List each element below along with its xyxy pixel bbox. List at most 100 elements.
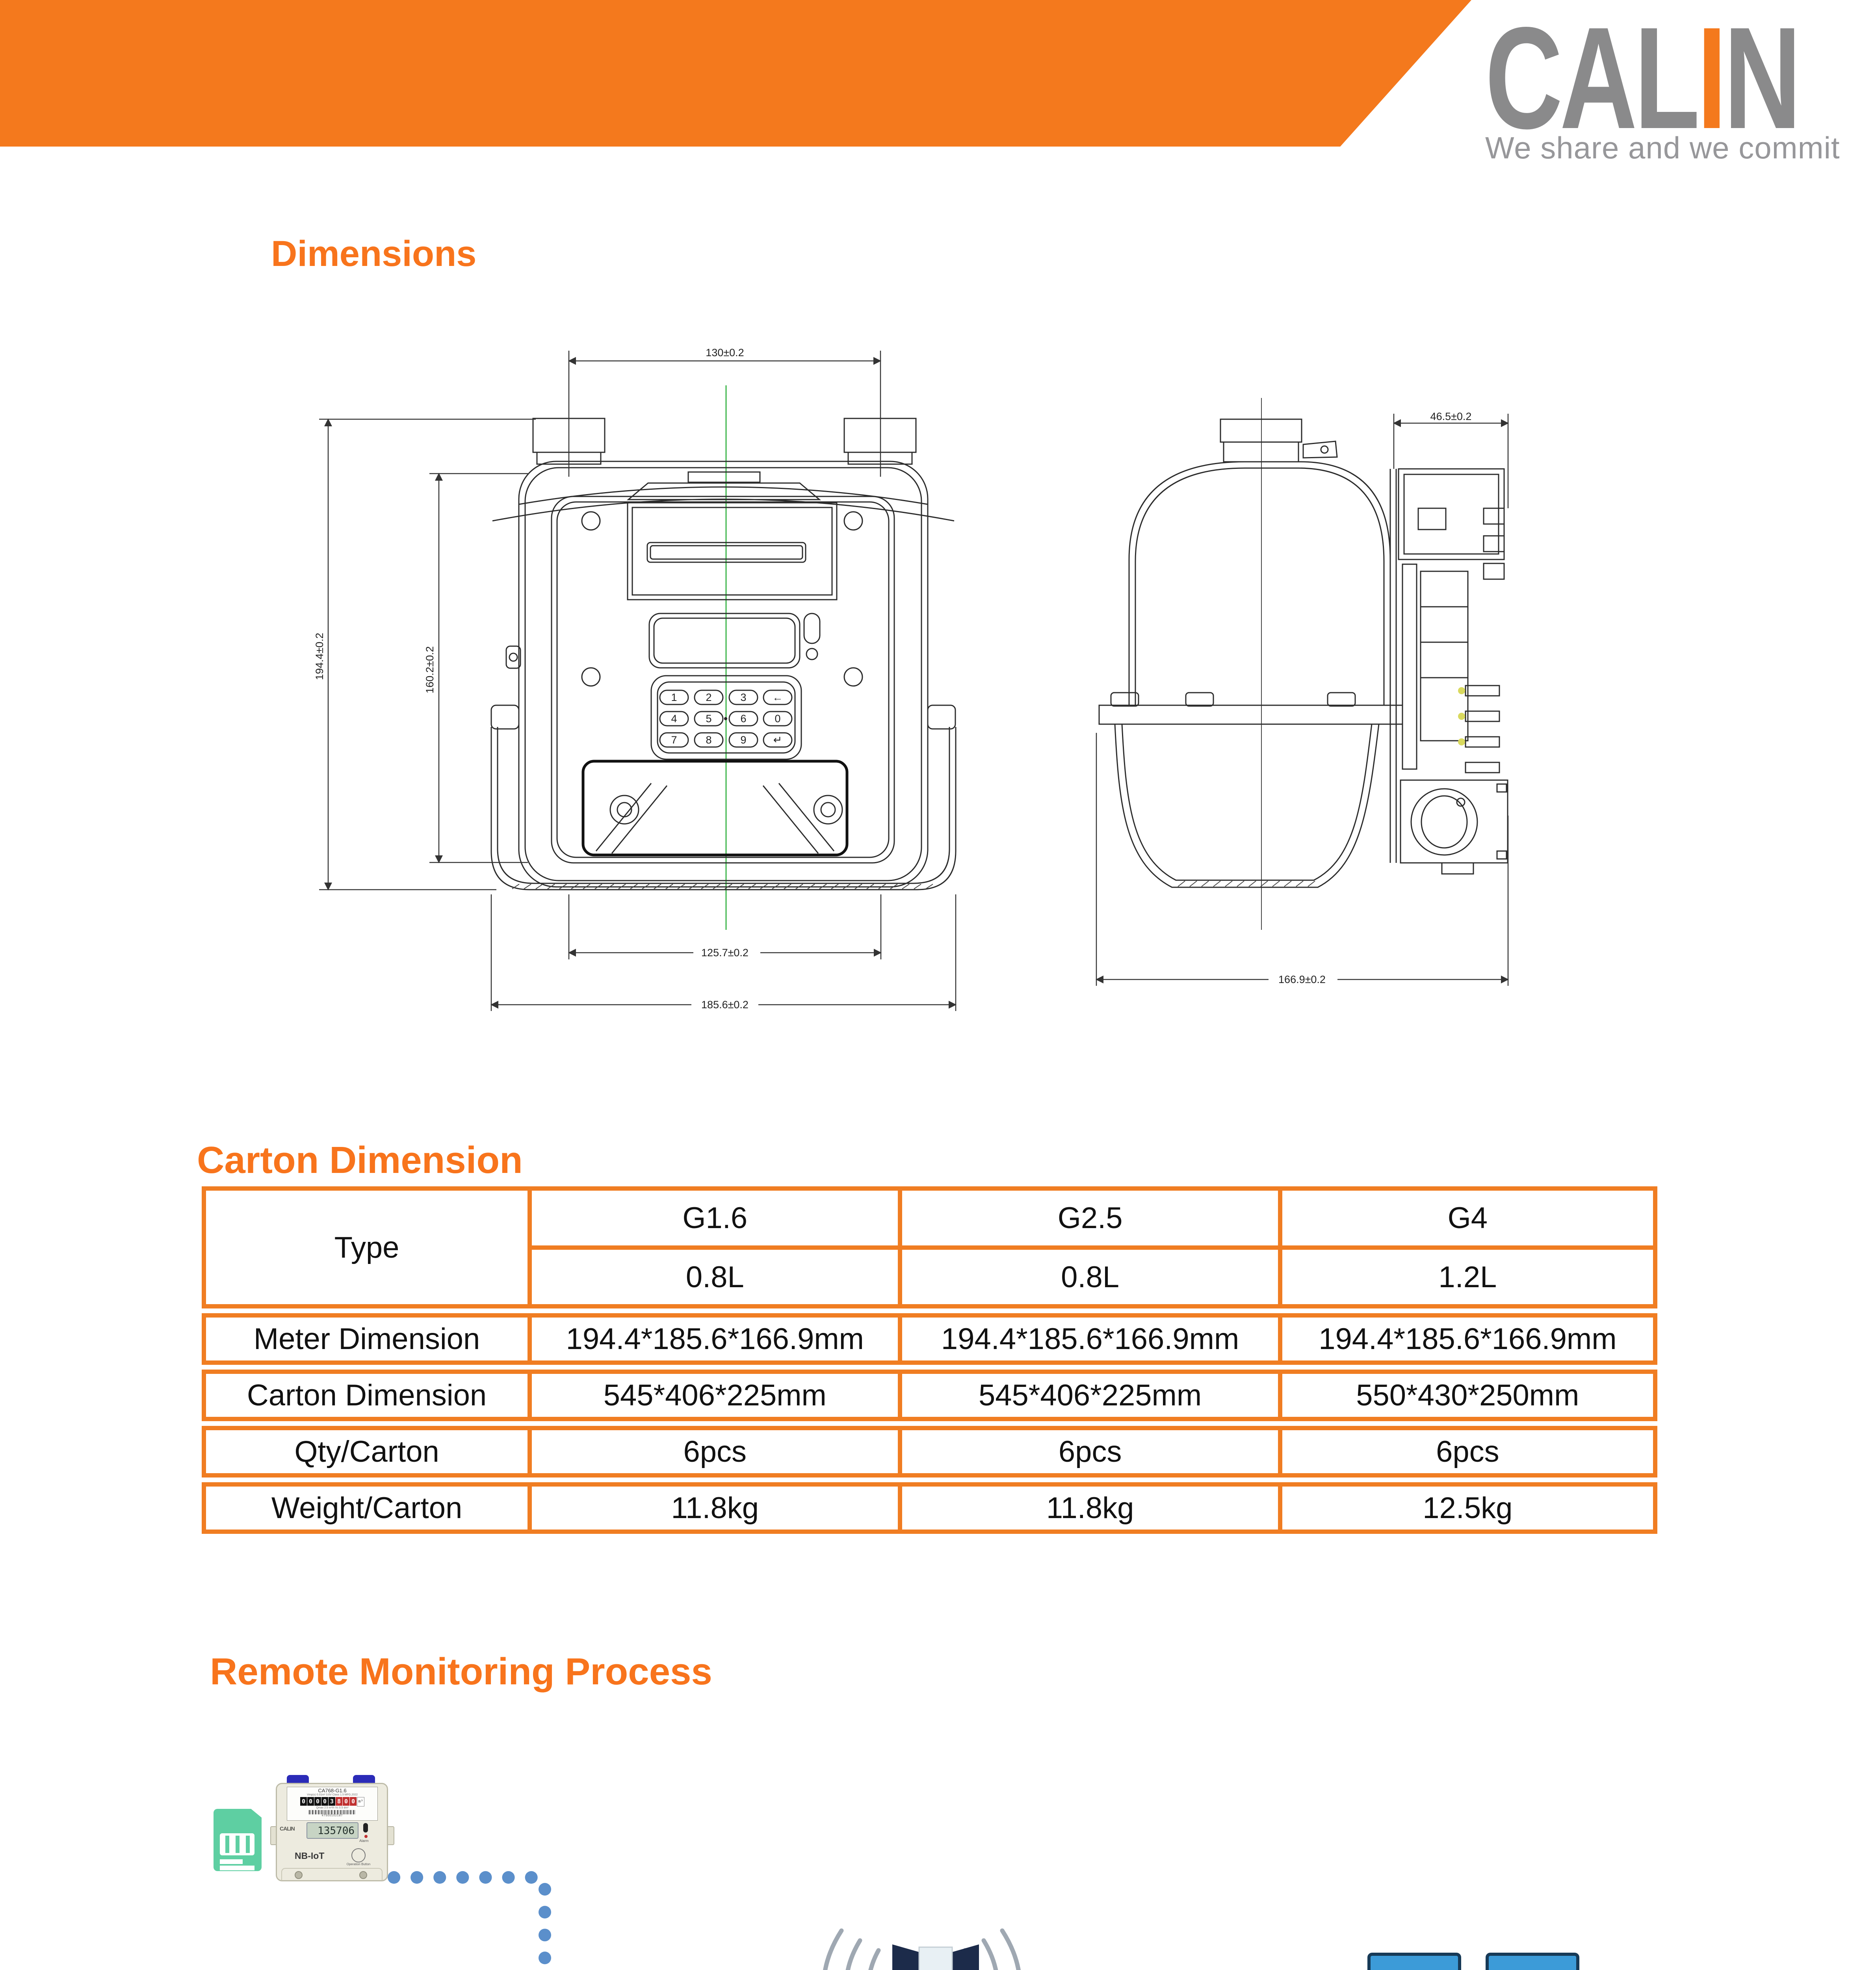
table-cell: 6pcs: [1278, 1430, 1653, 1473]
operation-button-label: Operation Button: [346, 1862, 371, 1866]
keypad-key: [694, 690, 724, 705]
table-cell: 6pcs: [528, 1430, 898, 1473]
meter-bottom-seam: [281, 1868, 383, 1881]
table-row-weight: Weight/Carton 11.8kg 11.8kg 12.5kg: [202, 1482, 1657, 1534]
dim-194: 194.4±0.2: [314, 633, 325, 680]
side-dimensions: 46.5±0.2 166.9±0.2: [1096, 410, 1509, 986]
meter-brand: CALIN: [280, 1825, 295, 1832]
table-cell: G2.5: [898, 1191, 1278, 1250]
keypad-key-label: 2: [706, 691, 711, 703]
keypad-key-label: 8: [706, 734, 711, 746]
dim-125: 125.7±0.2: [701, 947, 749, 959]
dim-130: 130±0.2: [706, 347, 744, 359]
sim-contact-bar: [220, 1866, 254, 1870]
table-cell: G4: [1278, 1191, 1653, 1250]
screw-icon: [359, 1871, 367, 1879]
gas-meter-photo: CA768-G1.6 Vmp(s) 0.01m³ 3.6V Class 1.5 …: [270, 1775, 394, 1882]
screw-icon: [295, 1871, 303, 1879]
dim-166: 166.9±0.2: [1278, 974, 1326, 985]
table-cell: 545*406*225mm: [528, 1374, 898, 1417]
operation-button-icon: [351, 1848, 366, 1862]
keypad-key: [728, 732, 758, 748]
table-cell: 11.8kg: [898, 1487, 1278, 1530]
carton-heading: Carton Dimension: [197, 1139, 523, 1181]
table-cell: 194.4*185.6*166.9mm: [898, 1318, 1278, 1360]
alarm-label: Alarm: [359, 1839, 369, 1843]
meter-spec-1: Qmax 2.5 m³/h Vc 0.5 dm³: [316, 1806, 349, 1809]
antenna-center: [918, 1946, 953, 1970]
dim-46: 46.5±0.2: [1430, 411, 1472, 422]
sim-contact-bar: [220, 1859, 243, 1864]
server-rack-right: [1486, 1953, 1579, 1970]
table-cell: G1.6: [528, 1191, 898, 1250]
backend-system-icon: [1367, 1953, 1579, 1970]
table-cell: 12.5kg: [1278, 1487, 1653, 1530]
keypad-key-label: 6: [740, 713, 746, 725]
nbiot-text: NB-IoT: [295, 1851, 325, 1861]
keypad-key-label: 1: [671, 691, 677, 703]
keypad-key-label: 3: [740, 691, 746, 703]
side-register-mechanism: [1389, 468, 1508, 875]
brand-letter: C: [1485, 0, 1563, 159]
keypad-key: [728, 690, 758, 705]
keypad-key: [728, 711, 758, 727]
table-cell: 550*430*250mm: [1278, 1374, 1653, 1417]
header-orange-band: [0, 0, 1471, 147]
keypad-key: [763, 690, 793, 705]
server-rack-left: [1367, 1953, 1461, 1970]
horn-antenna-right: [951, 1944, 979, 1970]
table-cell: 6pcs: [898, 1430, 1278, 1473]
side-view-drawing: 46.5±0.2 166.9±0.2: [1087, 339, 1540, 1032]
front-dimensions: 130±0.2 194.4±0.2 160.2±0.2 125.7±0.2 18…: [314, 347, 957, 1011]
table-cell: 0.8L: [898, 1250, 1278, 1304]
meter-lcd: 135706: [306, 1822, 358, 1839]
table-cell: 0.8L: [528, 1250, 898, 1304]
keypad-key: [659, 732, 689, 748]
sim-card-icon: [214, 1809, 262, 1871]
table-cell: Weight/Carton: [271, 1491, 462, 1525]
table-cell: 545*406*225mm: [898, 1374, 1278, 1417]
table-cell: 194.4*185.6*166.9mm: [1278, 1318, 1653, 1360]
brand-tagline: We share and we commit: [1485, 130, 1840, 165]
remote-diagram: [0, 1734, 1876, 1970]
keypad-key-label: 7: [671, 734, 677, 746]
alarm-led: [364, 1835, 368, 1838]
brand-letter: I: [1697, 0, 1727, 159]
dim-185: 185.6±0.2: [701, 999, 749, 1011]
side-meter-outline: [1098, 418, 1403, 888]
meter-faceplate-label: CA768-G1.6 Vmp(s) 0.01m³ 3.6V Class 1.5 …: [287, 1787, 378, 1821]
dim-160: 160.2±0.2: [424, 646, 436, 693]
keypad-key-label: ↵: [773, 734, 782, 746]
table-row-carton-dimension: Carton Dimension 545*406*225mm 545*406*2…: [202, 1370, 1657, 1421]
remote-heading: Remote Monitoring Process: [210, 1650, 712, 1693]
keypad-key: [694, 711, 724, 727]
keypad-key-label: 5: [706, 713, 711, 725]
sim-chip: [220, 1833, 254, 1855]
brand-letter: L: [1634, 0, 1700, 159]
meter-model: CA768-G1.6: [318, 1788, 347, 1793]
keypad-key: [659, 690, 689, 705]
meter-spec-top: Vmp(s) 0.01m³ 3.6V Class 1.5 MFG.2022: [307, 1793, 358, 1796]
horn-antenna-left: [892, 1944, 920, 1970]
table-cell: 194.4*185.6*166.9mm: [528, 1318, 898, 1360]
table-row-type: Type G1.6 G2.5 G4 0.8L 0.8L 1.2L: [202, 1186, 1657, 1308]
table-cell: 11.8kg: [528, 1487, 898, 1530]
table-cell: Carton Dimension: [247, 1379, 487, 1412]
table-row-meter-dimension: Meter Dimension 194.4*185.6*166.9mm 194.…: [202, 1313, 1657, 1365]
keypad-key-label: 4: [671, 713, 677, 725]
table-row-qty: Qty/Carton 6pcs 6pcs 6pcs: [202, 1426, 1657, 1478]
barcode-icon: [308, 1810, 356, 1814]
table-cell: 1.2L: [1278, 1250, 1653, 1304]
telecom-tower-icon: [823, 1928, 1021, 1970]
table-cell: Meter Dimension: [253, 1322, 480, 1356]
keypad-key: [694, 732, 724, 748]
nbiot-meter-1: CA768-G1.6 Vmp(s) 0.01m³ 3.6V Class 1.5 …: [214, 1775, 395, 1893]
dotted-connection-lines: [388, 1871, 554, 1970]
keypad-key: [659, 711, 689, 727]
brand-letter: A: [1560, 0, 1637, 159]
